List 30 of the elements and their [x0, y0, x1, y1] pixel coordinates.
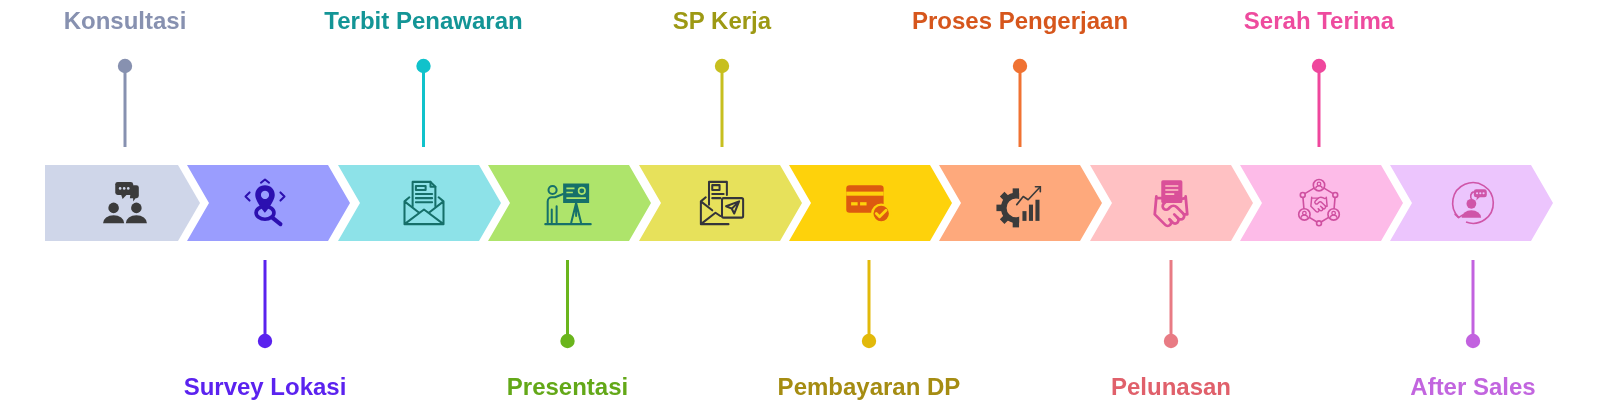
step-label: Survey Lokasi: [183, 372, 347, 402]
leader-line: [117, 58, 133, 147]
step-label: Konsultasi: [63, 6, 187, 36]
process-step-banner: [1390, 165, 1553, 241]
process-step-banner: [789, 165, 952, 241]
process-step-banner: [488, 165, 651, 241]
process-step-banner: [45, 165, 200, 241]
leader-line: [1012, 58, 1028, 147]
step-label: Proses Pengerjaan: [911, 6, 1129, 36]
leader-line: [1465, 260, 1481, 349]
step-label: Terbit Penawaran: [324, 6, 523, 36]
step-label: After Sales: [1410, 372, 1536, 402]
step-label: SP Kerja: [672, 6, 772, 36]
leader-line: [714, 58, 730, 147]
leader-line: [560, 260, 575, 349]
step-label: Pelunasan: [1111, 372, 1231, 402]
leader-line: [257, 260, 273, 349]
step-label: Pembayaran DP: [777, 372, 961, 402]
process-step-banner: [1240, 165, 1403, 241]
process-step-banner: [337, 165, 501, 241]
step-label: Presentasi: [506, 372, 629, 402]
step-label: Serah Terima: [1243, 6, 1395, 36]
leader-line: [861, 260, 877, 349]
leader-line: [1163, 260, 1179, 349]
leader-line: [1311, 58, 1327, 147]
leader-line: [416, 58, 431, 147]
process-step-banner: [939, 165, 1102, 241]
process-step-banner: [1090, 165, 1253, 241]
process-step-banner: [638, 165, 802, 241]
process-step-banner: [187, 165, 350, 241]
